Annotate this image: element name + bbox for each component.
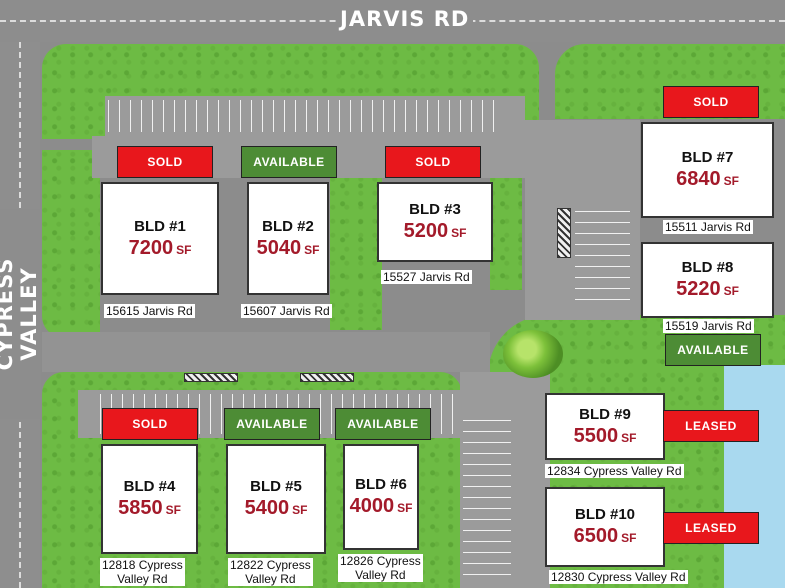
parking-stalls-east — [575, 205, 630, 300]
building-5-name: BLD #5 — [250, 478, 302, 495]
building-7-name: BLD #7 — [681, 149, 734, 166]
status-tag-bld10: LEASED — [663, 512, 759, 544]
hatched-area-mid-left — [184, 373, 238, 382]
grass-bld3-side — [490, 175, 522, 290]
building-8-name: BLD #8 — [681, 259, 734, 276]
building-9-name: BLD #9 — [579, 405, 631, 423]
building-1-name: BLD #1 — [134, 217, 186, 235]
building-6-address-line2: Valley Rd — [355, 568, 406, 582]
building-10-name: BLD #10 — [574, 506, 636, 523]
building-2-name: BLD #2 — [262, 217, 314, 235]
hatched-area-east — [557, 208, 571, 258]
building-9-address: 12834 Cypress Valley Rd — [545, 464, 684, 478]
building-4-address-line1: 12818 Cypress — [102, 558, 183, 572]
building-5-address: 12822 Cypress Valley Rd — [228, 558, 313, 586]
building-6-address-line1: 12826 Cypress — [340, 554, 421, 568]
hatched-area-mid-right — [300, 373, 354, 382]
building-2-address: 15607 Jarvis Rd — [241, 304, 332, 318]
building-8-address: 15519 Jarvis Rd — [663, 319, 754, 333]
drive-aisle-middle — [42, 332, 490, 372]
status-tag-bld9: LEASED — [663, 410, 759, 442]
building-4-address: 12818 Cypress Valley Rd — [100, 558, 185, 586]
grass-west-upper — [42, 150, 100, 338]
detention-pond — [724, 365, 785, 588]
building-7-address: 15511 Jarvis Rd — [663, 220, 753, 234]
building-4-address-line2: Valley Rd — [117, 572, 168, 586]
status-tag-bld6: AVAILABLE — [335, 408, 431, 440]
building-6-address: 12826 Cypress Valley Rd — [338, 554, 423, 582]
building-1-address: 15615 Jarvis Rd — [104, 304, 195, 318]
parking-stalls-north — [108, 100, 496, 132]
building-4-name: BLD #4 — [123, 478, 176, 495]
status-tag-bld2: AVAILABLE — [241, 146, 337, 178]
building-6-name: BLD #6 — [355, 476, 407, 493]
building-5-address-line1: 12822 Cypress — [230, 558, 311, 572]
status-tag-bld3: SOLD — [385, 146, 481, 178]
parking-stalls-south — [463, 415, 511, 575]
building-3-name: BLD #3 — [409, 201, 461, 218]
building-3-address: 15527 Jarvis Rd — [381, 270, 472, 284]
status-tag-bld7: SOLD — [663, 86, 759, 118]
status-tag-bld8: AVAILABLE — [665, 334, 761, 366]
jarvis-road-label: JARVIS RD — [336, 7, 474, 31]
cypress-valley-road-label: CYPRESS VALLEY — [0, 209, 41, 419]
building-5-address-line2: Valley Rd — [245, 572, 296, 586]
status-tag-bld1: SOLD — [117, 146, 213, 178]
building-10-address: 12830 Cypress Valley Rd — [549, 570, 688, 584]
tree-cluster — [503, 330, 563, 378]
status-tag-bld4: SOLD — [102, 408, 198, 440]
grass-center — [330, 175, 382, 330]
status-tag-bld5: AVAILABLE — [224, 408, 320, 440]
